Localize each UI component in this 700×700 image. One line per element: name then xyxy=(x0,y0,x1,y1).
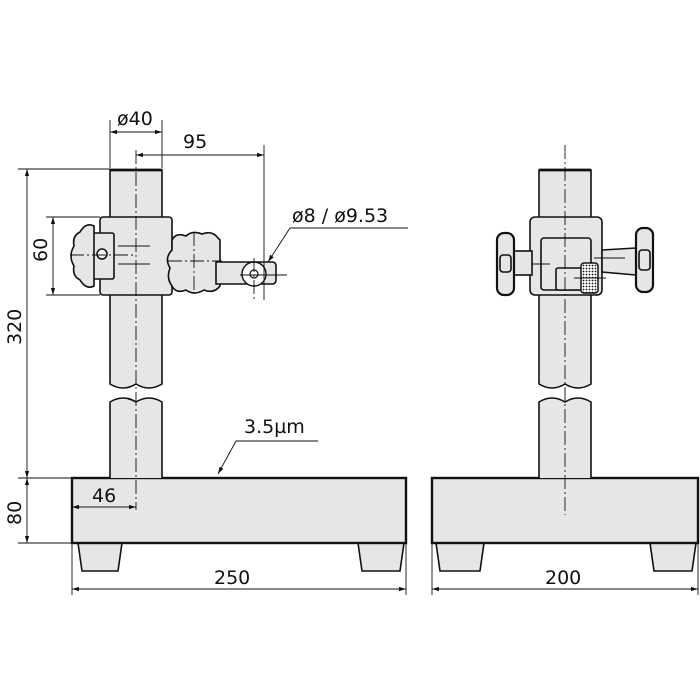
column-diameter-label: ø40 xyxy=(117,108,153,130)
base-height-label: 80 xyxy=(4,501,26,525)
base-width-label: 250 xyxy=(214,567,250,589)
side-stem-holder xyxy=(555,267,583,291)
column-offset-label: 46 xyxy=(92,485,116,507)
base-depth-label: 200 xyxy=(545,567,581,589)
stem-diameter-label: ø8 / ø9.53 xyxy=(292,205,388,227)
front-right-foot xyxy=(357,542,405,572)
front-left-foot xyxy=(77,542,123,572)
front-left-knob xyxy=(70,224,95,288)
flatness-label: 3.5µm xyxy=(244,416,305,438)
side-right-foot xyxy=(649,542,697,572)
front-clamp-pivot xyxy=(96,248,108,260)
side-left-knob-shaft xyxy=(513,250,533,276)
side-left-foot xyxy=(435,542,485,572)
front-dimensions: ø40 95 ø8 / ø9.53 60 320 80 46 250 xyxy=(4,108,408,595)
side-dimensions: 200 xyxy=(431,543,699,595)
column-height-label: 320 xyxy=(4,309,26,345)
side-left-knob-ring xyxy=(499,254,512,273)
side-right-knob-ring xyxy=(638,249,651,271)
front-base xyxy=(70,476,408,545)
side-view xyxy=(430,145,700,572)
front-view: 3.5µm xyxy=(70,150,408,572)
clamp-height-label: 60 xyxy=(30,238,52,262)
arm-reach-label: 95 xyxy=(183,131,207,153)
side-right-knob-shaft xyxy=(601,247,637,276)
